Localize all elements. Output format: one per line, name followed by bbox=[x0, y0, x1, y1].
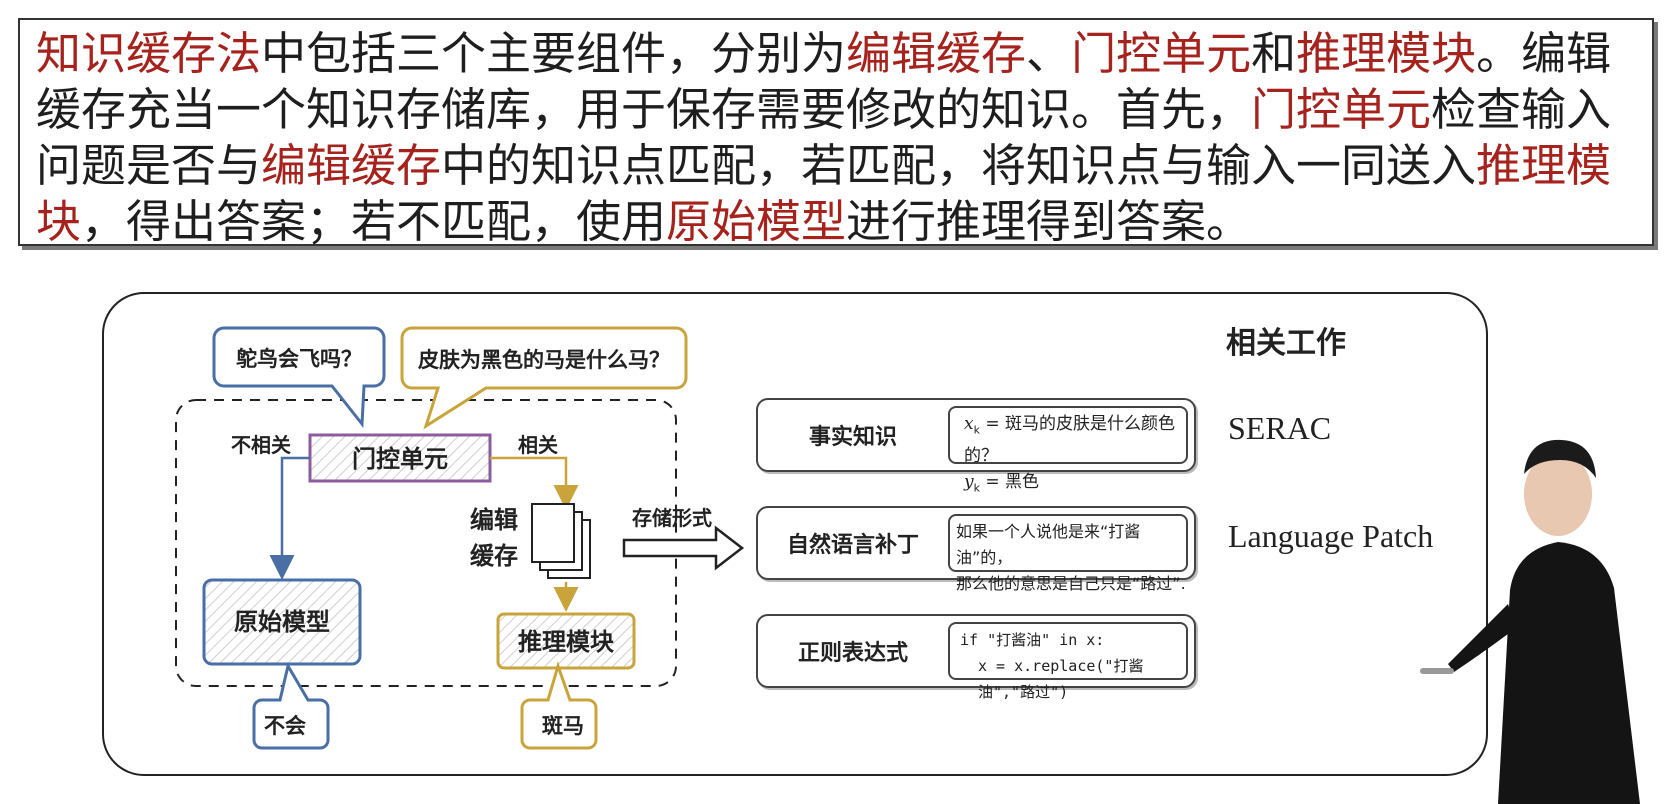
regex-content: if "打酱油" in x: x = x.replace("打酱油","路过") bbox=[948, 622, 1188, 701]
edit-cache-icon bbox=[531, 503, 591, 579]
highlighted-term: 知识缓存法 bbox=[36, 27, 262, 80]
gate-unit: 门控单元 bbox=[308, 433, 492, 483]
highlighted-term: 推理模块 bbox=[1296, 27, 1477, 80]
bubble-left-text: 鸵鸟会飞吗？ bbox=[236, 347, 362, 371]
reasoning-module-box: 推理模块 bbox=[496, 612, 636, 670]
storage-form-arrow bbox=[622, 525, 745, 571]
gate-unit-label: 门控单元 bbox=[352, 445, 448, 473]
question-bubble-right: 皮肤为黑色的马是什么马？ bbox=[400, 326, 688, 430]
intro-text-box: 知识缓存法中包括三个主要组件，分别为编辑缓存、门控单元和推理模块。编辑缓存充当一… bbox=[18, 18, 1654, 248]
intro-text-segment: 进行推理得到答案。 bbox=[846, 195, 1252, 248]
answer-bubble-right: 斑马 bbox=[520, 661, 598, 750]
xk-symbol: x bbox=[964, 414, 974, 434]
intro-text-segment: 检查输入问题是否与 bbox=[36, 83, 1612, 192]
answer-bubble-left: 不会 bbox=[252, 662, 330, 750]
intro-text-segment: 中包括三个主要组件，分别为 bbox=[261, 27, 847, 80]
edit-cache-label-1: 编辑 bbox=[470, 506, 518, 534]
highlighted-term: 编辑缓存 bbox=[846, 27, 1027, 80]
highlighted-term: 编辑缓存 bbox=[261, 139, 442, 192]
yk-symbol: y bbox=[964, 472, 974, 493]
patch-line-2: 那么他的意思是自己只是“路过”. bbox=[956, 574, 1186, 593]
related-work-title: 相关工作 bbox=[1226, 326, 1346, 361]
arrow-to-original-model bbox=[269, 456, 310, 580]
intro-text-segment: 中的知识点匹配，若匹配，将知识点与输入一同送入 bbox=[441, 139, 1477, 192]
arrow-to-edit-cache bbox=[490, 456, 579, 510]
yk-subscript: k bbox=[973, 481, 980, 495]
answer-left-text: 不会 bbox=[264, 714, 306, 738]
method-serac: SERAC bbox=[1228, 410, 1332, 446]
intro-text-segment: 和 bbox=[1251, 27, 1297, 80]
regex-row: 正则表达式 if "打酱油" in x: x = x.replace("打酱油"… bbox=[756, 614, 1196, 701]
highlighted-term: 原始模型 bbox=[666, 195, 847, 248]
xk-text: = 斑马的皮肤是什么颜色的？ bbox=[964, 414, 1176, 467]
yk-text: = 黑色 bbox=[979, 472, 1040, 493]
diagram-panel bbox=[102, 292, 1488, 776]
edit-cache-label-2: 缓存 bbox=[470, 542, 518, 570]
original-model-label: 原始模型 bbox=[234, 608, 330, 636]
method-language-patch: Language Patch bbox=[1228, 518, 1434, 554]
question-bubble-left: 鸵鸟会飞吗？ bbox=[212, 326, 386, 429]
highlighted-term: 门控单元 bbox=[1251, 83, 1432, 136]
storage-form-label: 存储形式 bbox=[632, 506, 712, 530]
original-model-box: 原始模型 bbox=[202, 578, 362, 666]
xk-subscript: k bbox=[973, 423, 980, 437]
presenter-figure bbox=[1420, 439, 1640, 804]
natural-language-patch-label: 自然语言补丁 bbox=[786, 533, 919, 558]
regex-label: 正则表达式 bbox=[797, 641, 908, 666]
bubble-right-text: 皮肤为黑色的马是什么马？ bbox=[418, 348, 670, 372]
reasoning-module-label: 推理模块 bbox=[518, 628, 614, 656]
intro-text-segment: 、 bbox=[1026, 27, 1072, 80]
natural-language-patch-row: 自然语言补丁 如果一个人说他是来“打酱油”的， 那么他的意思是自己只是“路过”. bbox=[756, 506, 1196, 593]
related-label: 相关 bbox=[518, 433, 558, 457]
regex-code-line-1: if "打酱油" in x: bbox=[960, 631, 1105, 649]
intro-text-segment: ，得出答案；若不匹配，使用 bbox=[81, 195, 667, 248]
intro-paragraph: 知识缓存法中包括三个主要组件，分别为编辑缓存、门控单元和推理模块。编辑缓存充当一… bbox=[36, 26, 1638, 250]
fact-knowledge-content: xk = 斑马的皮肤是什么颜色的？ yk = 黑色 bbox=[948, 406, 1188, 495]
natural-language-patch-content: 如果一个人说他是来“打酱油”的， 那么他的意思是自己只是“路过”. bbox=[948, 514, 1188, 593]
answer-right-text: 斑马 bbox=[542, 714, 584, 738]
regex-code-line-2: x = x.replace("打酱油","路过") bbox=[978, 657, 1144, 701]
not-related-label: 不相关 bbox=[231, 433, 291, 457]
intro-text-segment: 。编辑缓存充当一个知识存储库，用于保存需要修改的知识。首先， bbox=[36, 27, 1612, 136]
fact-knowledge-row: 事实知识 xk = 斑马的皮肤是什么颜色的？ yk = 黑色 bbox=[756, 398, 1196, 495]
highlighted-term: 门控单元 bbox=[1071, 27, 1252, 80]
patch-line-1: 如果一个人说他是来“打酱油”的， bbox=[956, 522, 1141, 567]
fact-knowledge-label: 事实知识 bbox=[808, 425, 897, 450]
highlighted-term: 推理模块 bbox=[36, 139, 1612, 248]
